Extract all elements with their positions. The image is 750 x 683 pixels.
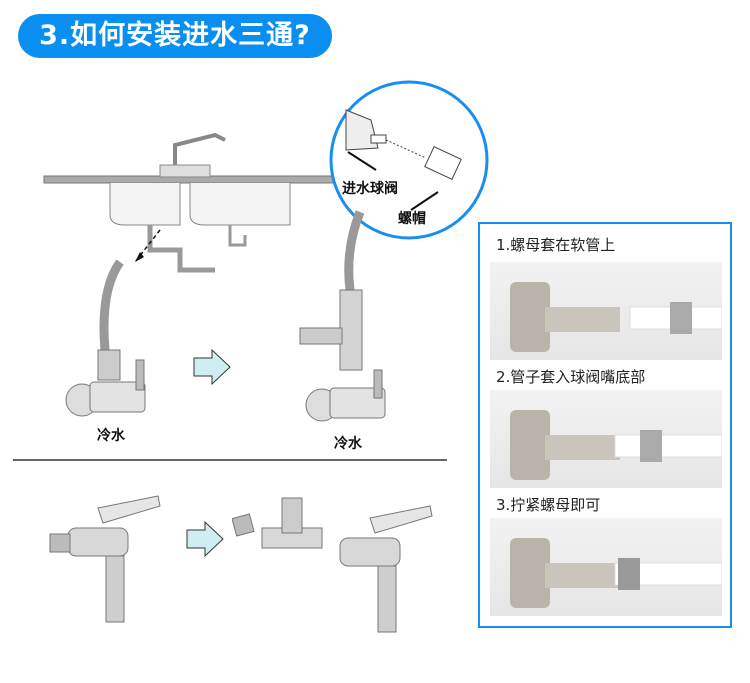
cold-water-label-right: 冷水 (334, 436, 362, 452)
arrow-right-icon (193, 348, 231, 386)
step-2-label: 2.管子套入球阀嘴底部 (496, 368, 646, 386)
angle-valve-with-tee (299, 210, 386, 422)
step-3-label: 3.拧紧螺母即可 (496, 496, 601, 514)
step-2-photo (490, 390, 723, 488)
page-title: 3.如何安装进水三通? (18, 14, 332, 58)
steps-panel: 1.螺母套在软管上 2.管子套入球阀嘴底部 3.拧紧螺母即可 (478, 222, 732, 628)
nut-label: 螺帽 (398, 211, 426, 227)
tee-valve-parts (232, 497, 323, 549)
angle-valve-with-hose (65, 260, 146, 417)
arrow-right-icon-bottom (186, 520, 224, 558)
section-divider (13, 459, 447, 461)
step-3-photo (490, 518, 723, 616)
faucet-after (339, 505, 433, 633)
sink-illustration (43, 132, 335, 273)
step-1-photo (490, 262, 723, 360)
step-1-label: 1.螺母套在软管上 (496, 236, 616, 254)
faucet-before (49, 495, 161, 623)
callout-magnifier (329, 80, 489, 240)
inlet-ball-valve-label: 进水球阀 (342, 181, 398, 197)
cold-water-label-left: 冷水 (97, 428, 125, 444)
